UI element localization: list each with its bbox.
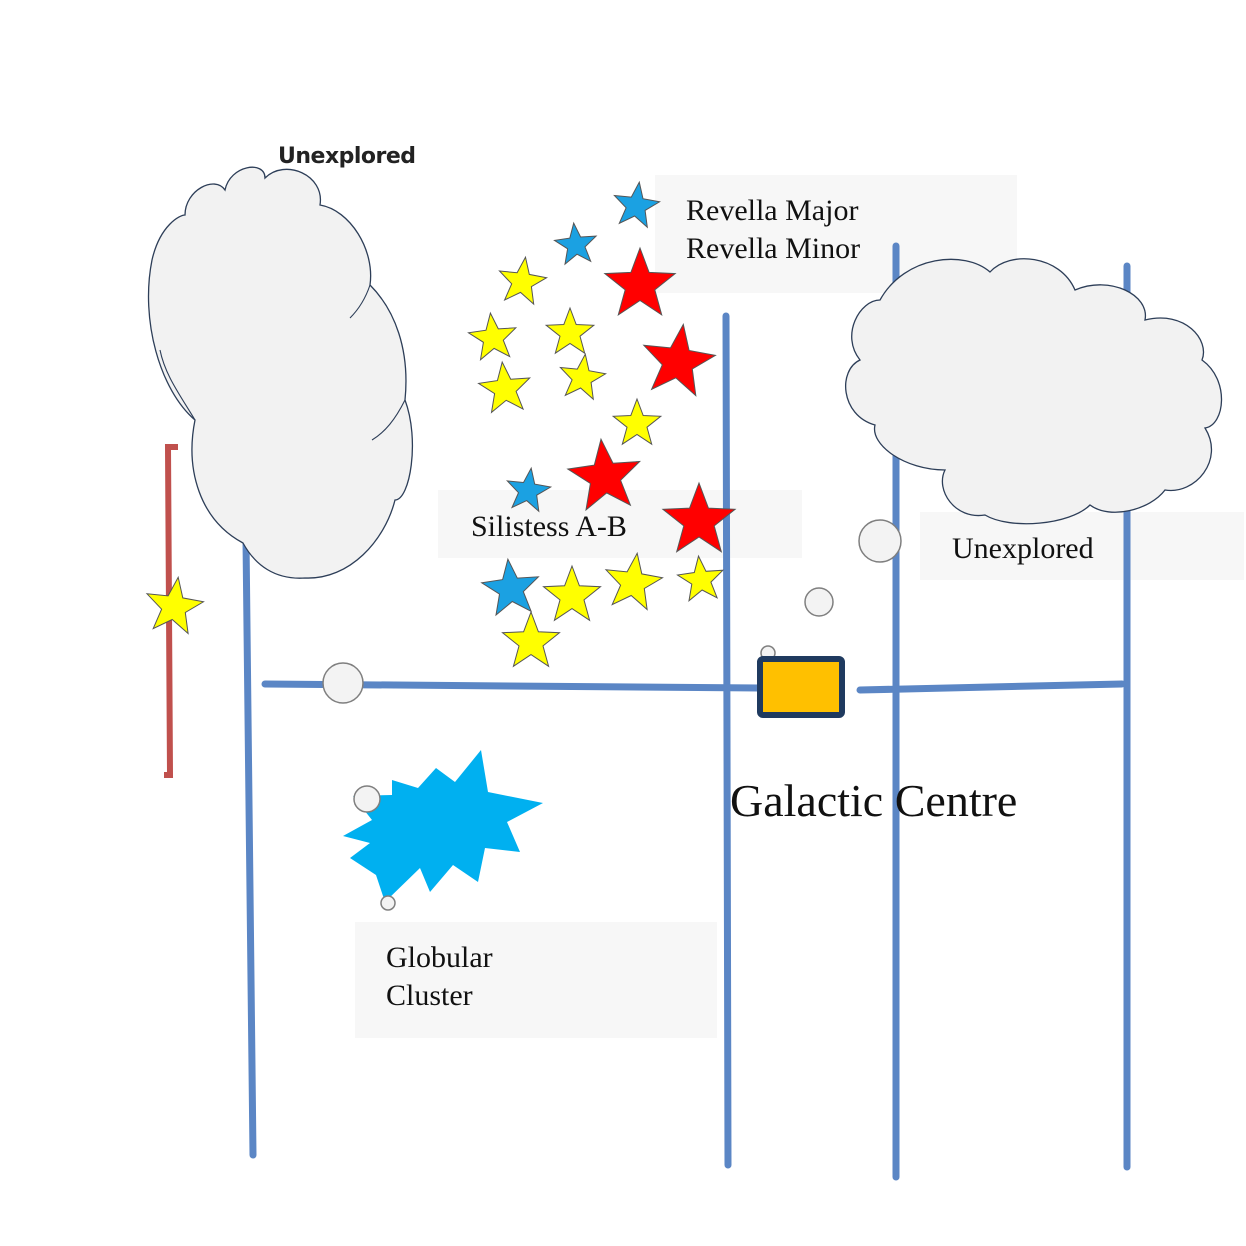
star-icon[interactable] [506,466,553,513]
waypoint-nodes [322,519,902,911]
star-icon[interactable] [480,557,540,617]
route-horizontal-right [856,680,1126,694]
label-globular-line2: Cluster [386,979,473,1012]
label-bg-silistess [438,490,802,558]
label-silistess: Silistess A-B [471,510,627,543]
route-vertical-2 [722,312,732,1169]
waypoint-node-icon [380,895,396,911]
star-icon[interactable] [676,554,725,603]
cluster-burst-icon [343,750,543,902]
label-revella-minor: Revella Minor [686,232,860,265]
star-icon[interactable] [467,311,518,361]
star-icon[interactable] [611,397,663,446]
waypoint-node-icon [353,785,381,813]
star-icon[interactable] [542,564,602,622]
star-icon[interactable] [613,180,661,229]
star-icon[interactable] [661,481,737,553]
galactic-centre-marker-icon[interactable] [757,656,845,718]
routes [242,242,1131,1181]
label-revella-major: Revella Major [686,194,858,227]
waypoint-node-icon [858,519,902,563]
label-globular-line1: Globular [386,941,493,974]
stars [145,180,737,668]
label-unexplored-right: Unexplored [952,532,1094,565]
star-icon[interactable] [145,575,205,635]
star-icon[interactable] [498,255,549,306]
label-unexplored-left: Unexplored [278,144,416,169]
waypoint-node-icon [804,587,834,617]
waypoint-node-icon [322,662,364,704]
star-icon[interactable] [559,352,607,401]
label-galactic-centre: Galactic Centre [730,775,1017,826]
star-icon[interactable] [477,360,532,414]
label-bg-globular [355,922,717,1038]
star-icon[interactable] [642,322,717,397]
star-icon[interactable] [544,306,596,355]
cloud-icon [845,258,1223,525]
star-icon[interactable] [501,610,561,668]
star-icon[interactable] [566,437,642,512]
cloud-icon [147,166,414,579]
label-bg-unexplored-right [920,512,1244,580]
star-icon[interactable] [604,551,664,611]
route-vertical-1 [242,536,257,1159]
star-icon[interactable] [603,246,677,317]
star-icon[interactable] [553,221,598,266]
